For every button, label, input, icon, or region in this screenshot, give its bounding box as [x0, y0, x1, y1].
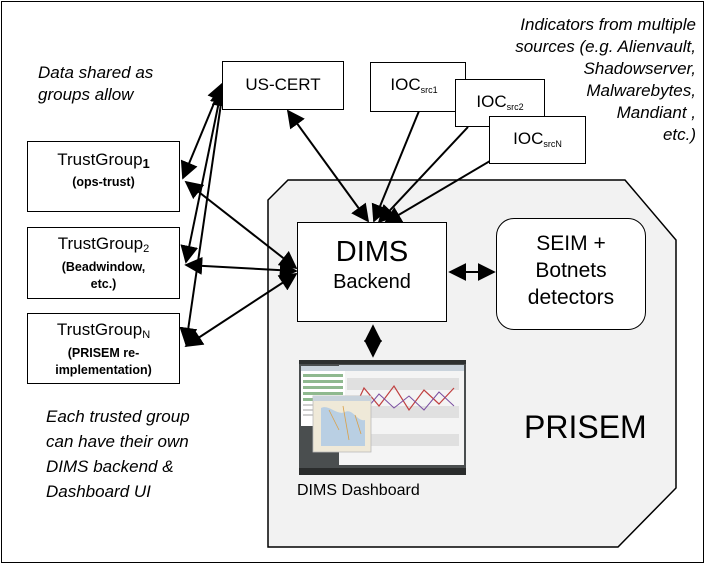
arrow-tg1-dims	[184, 180, 298, 270]
note-indicators-line-3: Shadowserver,	[583, 59, 696, 78]
trustgroup-1-box: TrustGroup1 (ops-trust)	[27, 141, 180, 212]
trustgroup-1-label: TrustGroup	[57, 150, 143, 169]
dims-backend-subtitle: Backend	[333, 271, 411, 293]
note-data-shared-line-1: Data shared as	[38, 63, 154, 82]
ioc-srcn-box: IOCsrcN	[489, 116, 586, 164]
trustgroup-1-subscript: 1	[142, 156, 150, 171]
note-indicators-line-5: Mandiant ,	[616, 103, 696, 122]
note-trusted-line-2: can have their own	[46, 432, 189, 451]
trustgroup-2-desc-line-1: (Beadwindow,	[61, 260, 146, 274]
trustgroup-n-desc-line-1: (PRISEM re-	[67, 346, 140, 360]
seim-box: SEIM + Botnets detectors	[496, 218, 646, 330]
arrow-ioc2-dims	[377, 126, 469, 224]
ioc-srcn-subscript: srcN	[543, 139, 562, 149]
seim-line-3: detectors	[527, 286, 615, 309]
ioc-src1-subscript: src1	[420, 85, 438, 95]
arrow-tg2-dims	[184, 256, 298, 280]
dims-backend-box: DIMS Backend	[297, 222, 447, 322]
trustgroup-n-desc-line-2: implementation)	[55, 363, 152, 377]
trustgroup-n-box: TrustGroupN (PRISEM re- implementation)	[27, 313, 180, 384]
arrow-tg2-uscert	[180, 85, 228, 264]
note-indicators-line-6: etc.)	[662, 125, 696, 144]
us-cert-box: US-CERT	[222, 61, 344, 110]
note-trusted-line-4: Dashboard UI	[46, 482, 151, 501]
trustgroup-n-label: TrustGroup	[56, 320, 143, 339]
ioc-src2-label: IOC	[476, 92, 507, 111]
note-data-shared-line-2: groups allow	[38, 85, 134, 104]
note-trusted-line-3: DIMS backend &	[46, 457, 174, 476]
trustgroup-2-box: TrustGroup2 (Beadwindow, etc.)	[27, 227, 180, 299]
ioc-src1-box: IOCsrc1	[370, 62, 466, 112]
note-trusted-group: Each trusted group can have their own DI…	[46, 404, 190, 504]
note-indicators: Indicators from multiple sources (e.g. A…	[515, 14, 696, 146]
note-indicators-line-1: Indicators from multiple	[520, 15, 696, 34]
note-indicators-line-2: sources (e.g. Alienvault,	[515, 37, 696, 56]
us-cert-label: US-CERT	[245, 75, 321, 94]
dims-dashboard-screenshot	[299, 360, 466, 475]
dims-backend-title: DIMS	[335, 236, 409, 268]
trustgroup-n-subscript: N	[142, 329, 151, 341]
trustgroup-2-label: TrustGroup	[57, 234, 144, 253]
seim-line-2: Botnets	[535, 259, 607, 282]
trustgroup-2-desc-line-2: etc.)	[90, 277, 117, 291]
note-trusted-line-1: Each trusted group	[46, 407, 190, 426]
trustgroup-2-subscript: 2	[143, 243, 150, 255]
ioc-src2-subscript: src2	[506, 102, 524, 112]
note-indicators-line-4: Malwarebytes,	[586, 81, 696, 100]
arrow-ioc1-dims	[371, 110, 420, 223]
note-data-shared: Data shared as groups allow	[38, 62, 153, 106]
ioc-src1-label: IOC	[390, 75, 421, 94]
dims-dashboard-caption: DIMS Dashboard	[297, 482, 420, 499]
trustgroup-1-desc: (ops-trust)	[72, 175, 135, 189]
prisem-label: PRISEM	[524, 409, 647, 445]
seim-line-1: SEIM +	[536, 232, 606, 255]
ioc-srcn-label: IOC	[513, 129, 544, 148]
arrow-tgn-dims	[184, 273, 298, 347]
arrow-uscert-dims	[286, 109, 370, 223]
